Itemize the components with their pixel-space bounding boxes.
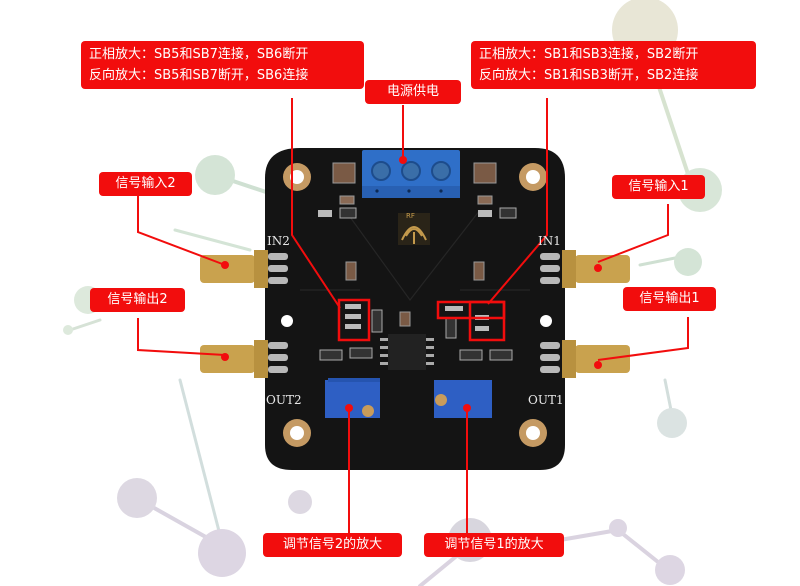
led-d2 bbox=[478, 210, 492, 217]
silkscreen-in1: IN1 bbox=[538, 234, 561, 248]
solder-bridges-left bbox=[345, 304, 361, 329]
network-link bbox=[68, 318, 102, 332]
opamp-ic bbox=[388, 334, 426, 370]
capacitor-c7 bbox=[489, 349, 513, 361]
leader-line-output2 bbox=[137, 318, 226, 356]
callout-input2: 信号输入2 bbox=[99, 172, 192, 196]
network-node bbox=[657, 408, 687, 438]
callout-power: 电源供电 bbox=[365, 80, 461, 104]
capacitor-c4 bbox=[477, 195, 493, 205]
callout-sb-right-line1: 正相放大：SB1和SB3连接，SB2断开 bbox=[479, 47, 699, 62]
leader-dot-input2 bbox=[221, 261, 229, 269]
silkscreen-in2: IN2 bbox=[267, 234, 290, 248]
network-node bbox=[609, 519, 627, 537]
mounting-hole-bottom-right bbox=[519, 419, 547, 447]
callout-output1: 信号输出1 bbox=[623, 287, 716, 311]
mounting-hole-top-left bbox=[283, 163, 311, 191]
network-node bbox=[63, 325, 73, 335]
leader-line-input2 bbox=[137, 195, 226, 266]
callout-sb-left-line2: 反向放大：SB5和SB7断开，SB6连接 bbox=[89, 68, 309, 83]
network-node bbox=[288, 490, 312, 514]
silkscreen-out1: OUT1 bbox=[528, 393, 564, 407]
resistor-r2 bbox=[499, 207, 517, 219]
leader-line-input1 bbox=[597, 204, 669, 263]
power-terminal-block bbox=[362, 150, 460, 198]
capacitor-c6 bbox=[473, 261, 485, 281]
capacitor-c8 bbox=[345, 261, 357, 281]
sma-connector-in1 bbox=[562, 250, 630, 288]
potentiometer-gain2 bbox=[325, 378, 380, 418]
pcb-trace bbox=[344, 209, 481, 302]
leader-dot-output1 bbox=[594, 361, 602, 369]
sma-connector-out1 bbox=[562, 340, 630, 378]
callout-sb-left: 正相放大：SB5和SB7连接，SB6断开 反向放大：SB5和SB7断开，SB6连… bbox=[81, 41, 364, 89]
network-node bbox=[674, 248, 702, 276]
network-link bbox=[558, 528, 620, 542]
network-link bbox=[178, 378, 222, 537]
resistor-r11 bbox=[349, 347, 373, 359]
input2-pins bbox=[268, 253, 288, 284]
callout-sb-right: 正相放大：SB1和SB3连接，SB2断开 反向放大：SB1和SB3断开，SB2连… bbox=[471, 41, 756, 89]
input1-pins bbox=[540, 253, 560, 284]
leader-dot-gain2 bbox=[345, 404, 353, 412]
sma-connector-out2 bbox=[200, 340, 268, 378]
highlight-box-sb5-sb7 bbox=[337, 298, 371, 342]
resistor-r6 bbox=[371, 309, 383, 333]
capacitor-c5 bbox=[399, 311, 411, 327]
led-d1 bbox=[318, 210, 332, 217]
capacitor-c10 bbox=[319, 349, 343, 361]
board-hole-right bbox=[540, 315, 552, 327]
highlight-box-sb2-sb3 bbox=[468, 300, 506, 342]
leader-line-sb-left bbox=[291, 98, 341, 309]
callout-sb-right-line2: 反向放大：SB1和SB3断开，SB2连接 bbox=[479, 68, 699, 83]
network-node bbox=[655, 555, 685, 585]
mounting-hole-top-right bbox=[519, 163, 547, 191]
capacitor-c2 bbox=[473, 162, 497, 184]
leader-dot-output2 bbox=[221, 353, 229, 361]
callout-output2: 信号输出2 bbox=[90, 288, 185, 312]
sma-connector-in2 bbox=[200, 250, 268, 288]
silkscreen-out2: OUT2 bbox=[266, 393, 302, 407]
resistor-r1 bbox=[339, 207, 357, 219]
callout-gain1: 调节信号1的放大 bbox=[424, 533, 564, 557]
output2-pins bbox=[268, 342, 288, 373]
leader-line-output1 bbox=[597, 317, 689, 361]
leader-dot-power bbox=[399, 156, 407, 164]
resistor-r8 bbox=[459, 349, 483, 361]
callout-gain2: 调节信号2的放大 bbox=[263, 533, 402, 557]
resistor-r3 bbox=[445, 317, 457, 339]
output1-pins bbox=[540, 342, 560, 373]
opamp-pins bbox=[380, 338, 434, 365]
network-node bbox=[198, 529, 246, 577]
callout-input1: 信号输入1 bbox=[612, 175, 705, 199]
rf-logo-text: RF bbox=[406, 212, 415, 220]
potentiometer-gain1 bbox=[434, 380, 492, 418]
rf-logo bbox=[398, 213, 430, 245]
board-hole-left bbox=[281, 315, 293, 327]
network-link bbox=[173, 228, 252, 252]
callout-sb-left-line1: 正相放大：SB5和SB7连接，SB6断开 bbox=[89, 47, 309, 62]
capacitor-c1 bbox=[332, 162, 356, 184]
capacitor-c3 bbox=[339, 195, 355, 205]
mounting-hole-bottom-left bbox=[283, 419, 311, 447]
leader-line-sb-right bbox=[487, 98, 548, 305]
network-node bbox=[117, 478, 157, 518]
leader-dot-input1 bbox=[594, 264, 602, 272]
leader-dot-gain1 bbox=[463, 404, 471, 412]
network-node bbox=[195, 155, 235, 195]
